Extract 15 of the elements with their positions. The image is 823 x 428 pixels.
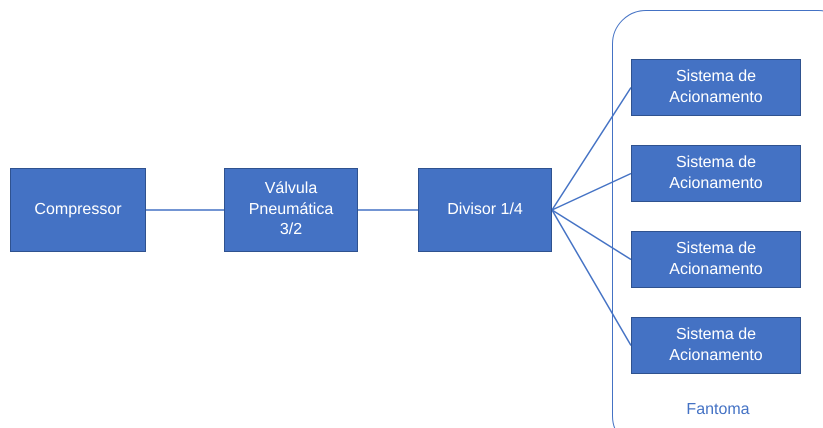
group-container bbox=[612, 10, 823, 428]
process-box: Sistema de Acionamento bbox=[631, 231, 801, 288]
process-box: Válvula Pneumática 3/2 bbox=[224, 168, 358, 252]
connector-line bbox=[551, 210, 632, 346]
process-box: Sistema de Acionamento bbox=[631, 317, 801, 374]
connector-line bbox=[552, 172, 632, 211]
process-box: Sistema de Acionamento bbox=[631, 59, 801, 116]
process-box: Divisor 1/4 bbox=[418, 168, 552, 252]
group-title: Fantoma bbox=[685, 401, 751, 419]
process-box: Compressor bbox=[10, 168, 146, 252]
connector-line bbox=[551, 87, 632, 210]
connector-line bbox=[552, 209, 632, 260]
connector-line bbox=[146, 209, 224, 211]
process-box: Sistema de Acionamento bbox=[631, 145, 801, 202]
connector-line bbox=[358, 209, 418, 211]
